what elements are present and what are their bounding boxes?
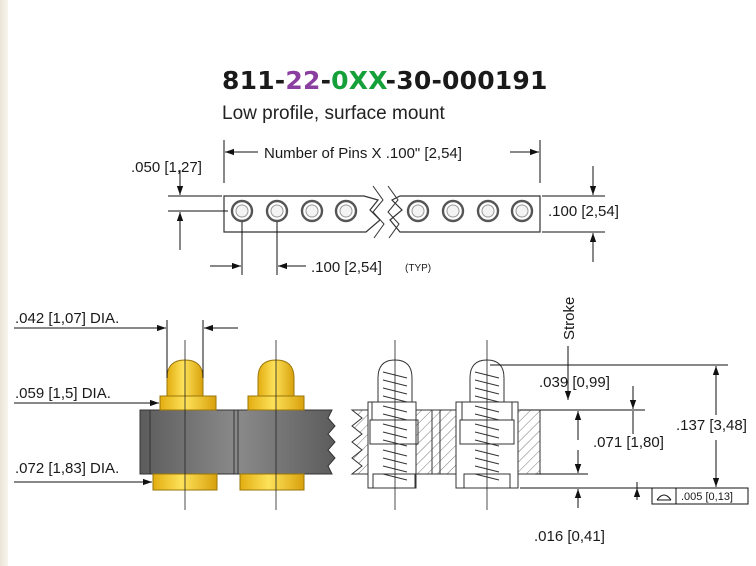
base-dimension-label: .016 [0,41] <box>534 528 605 545</box>
travel-dimension-label: .071 [1,80] <box>593 434 664 451</box>
tip-diameter-label: .042 [1,07] DIA. <box>15 310 119 327</box>
flatness-value-box <box>675 487 749 505</box>
stroke-dimension-label: .039 [0,99] <box>539 374 610 391</box>
flatness-symbol-box <box>651 487 677 505</box>
side-pin-2 <box>239 340 305 510</box>
part-number-pin-count: 22 <box>285 66 321 95</box>
collar-diameter-label: .059 [1,5] DIA. <box>15 385 111 402</box>
pitch-typ-label: (TYP) <box>405 263 431 274</box>
top-view: Number of Pins X .100" [2,54] .050 [1,27… <box>131 140 619 276</box>
overall-dimension-label: .137 [3,48] <box>676 417 747 434</box>
top-pin-circles <box>230 199 534 223</box>
section-pin-1 <box>369 340 419 510</box>
profile-icon <box>656 494 672 501</box>
side-view-exterior: .042 [1,07] DIA. .059 [1,5] DIA. .072 [1… <box>14 310 336 510</box>
body-diameter-label: .072 [1,83] DIA. <box>15 460 119 477</box>
height-dimension-label: .100 [2,54] <box>548 203 619 220</box>
flatness-label: .005 [0,13] <box>681 491 733 503</box>
stroke-label: Stroke <box>561 297 578 340</box>
page-edge-band <box>0 0 8 566</box>
section-pin-2 <box>459 340 515 510</box>
length-dimension-label: Number of Pins X .100" [2,54] <box>264 145 462 162</box>
subtitle: Low profile, surface mount <box>222 103 445 124</box>
offset-dimension-label: .050 [1,27] <box>131 159 202 176</box>
side-view-section: Stroke .039 [0,99] .071 [1,80] .137 [3,4… <box>350 297 749 545</box>
part-number: 811-22-0XX-30-000191 <box>222 66 548 95</box>
pitch-dimension-label: .100 [2,54] <box>311 259 382 276</box>
part-number-code: 0XX <box>331 66 386 95</box>
side-pin-1 <box>152 340 218 510</box>
